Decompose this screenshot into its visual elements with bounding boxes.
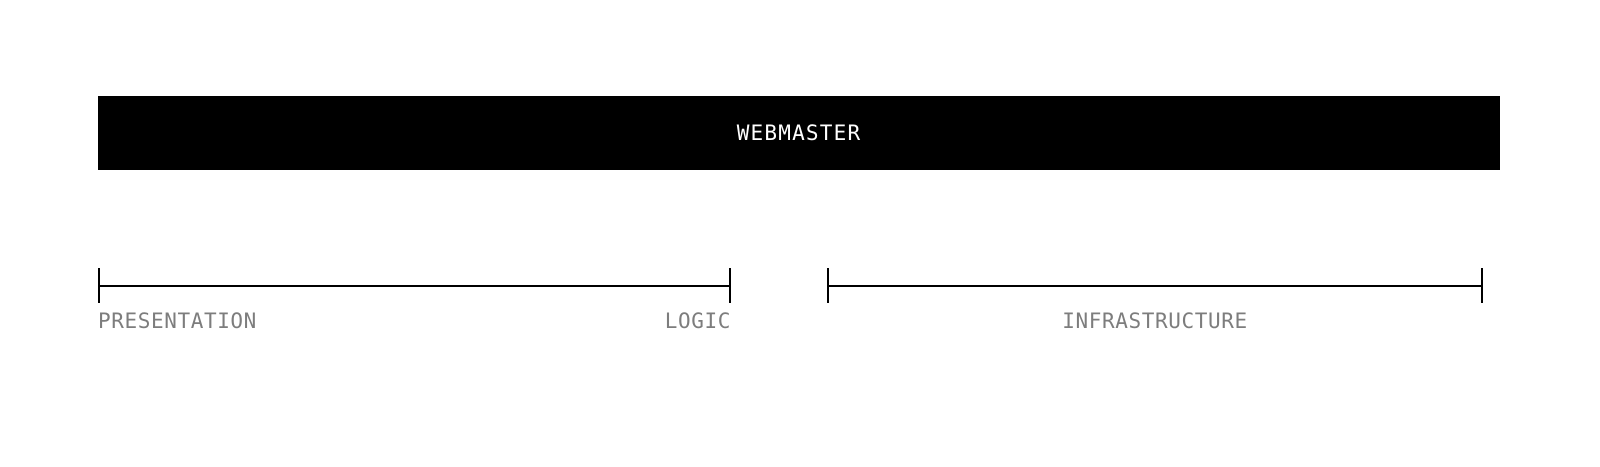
bracket-presentation-logic: PRESENTATION LOGIC <box>98 268 731 348</box>
label-presentation: PRESENTATION <box>98 309 257 333</box>
label-logic: LOGIC <box>664 309 731 333</box>
bracket-rule-infrastructure <box>827 285 1483 287</box>
bracket-rule-presentation-logic <box>98 285 731 287</box>
bracket-tick-right-infrastructure <box>1481 268 1483 303</box>
label-infrastructure: INFRASTRUCTURE <box>1062 309 1248 333</box>
bracket-labels-presentation-logic: PRESENTATION LOGIC <box>98 311 731 332</box>
bracket-infrastructure: INFRASTRUCTURE <box>827 268 1483 348</box>
header-bar: WEBMASTER <box>98 96 1500 170</box>
header-title: WEBMASTER <box>736 120 862 145</box>
bracket-tick-right-logic <box>729 268 731 303</box>
bracket-labels-infrastructure: INFRASTRUCTURE <box>827 311 1483 332</box>
